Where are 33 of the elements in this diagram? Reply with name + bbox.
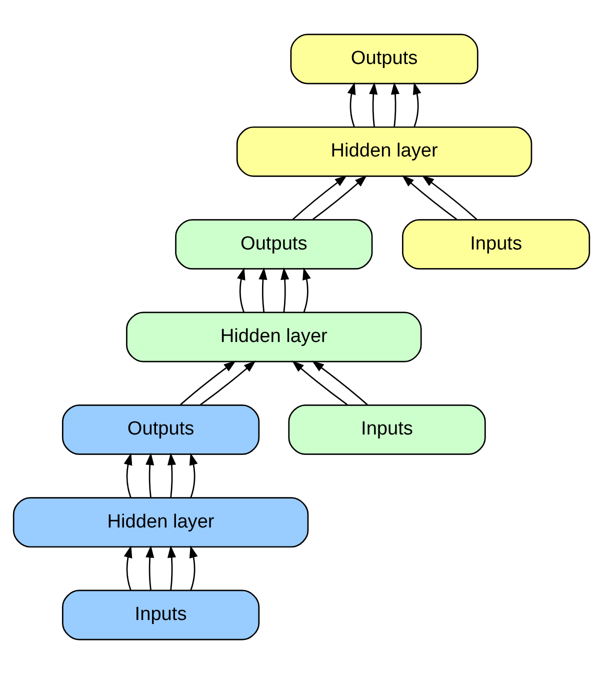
node-box: Hidden layer (126, 311, 422, 362)
arrow (292, 174, 348, 220)
arrow (200, 360, 256, 405)
node-box: Inputs (402, 218, 590, 270)
arrow (124, 545, 132, 590)
node-box: Inputs (62, 589, 260, 640)
node-box: Hidden layer (12, 496, 309, 548)
arrow (347, 82, 356, 126)
arrow (302, 266, 311, 312)
node-box: Outputs (175, 218, 373, 270)
arrow (258, 266, 268, 312)
arrow (236, 266, 246, 312)
arrow (167, 452, 176, 497)
arrow (189, 452, 198, 498)
node-box: Inputs (288, 404, 486, 454)
arrow (422, 174, 478, 220)
arrow (402, 174, 458, 220)
node-box: Hidden layer (236, 126, 532, 176)
arrow (412, 82, 422, 126)
arrow (312, 360, 368, 405)
arrow (292, 360, 348, 405)
node-box: Outputs (62, 404, 260, 454)
node-box: Outputs (290, 33, 478, 84)
arrow (312, 174, 368, 220)
arrow (390, 82, 400, 126)
arrow (146, 452, 154, 497)
arrow (124, 452, 132, 498)
arrow (280, 266, 290, 312)
arrow (189, 545, 198, 590)
arrow (180, 360, 236, 405)
arrow (369, 82, 378, 126)
arrow (167, 544, 176, 590)
arrow (146, 544, 154, 590)
